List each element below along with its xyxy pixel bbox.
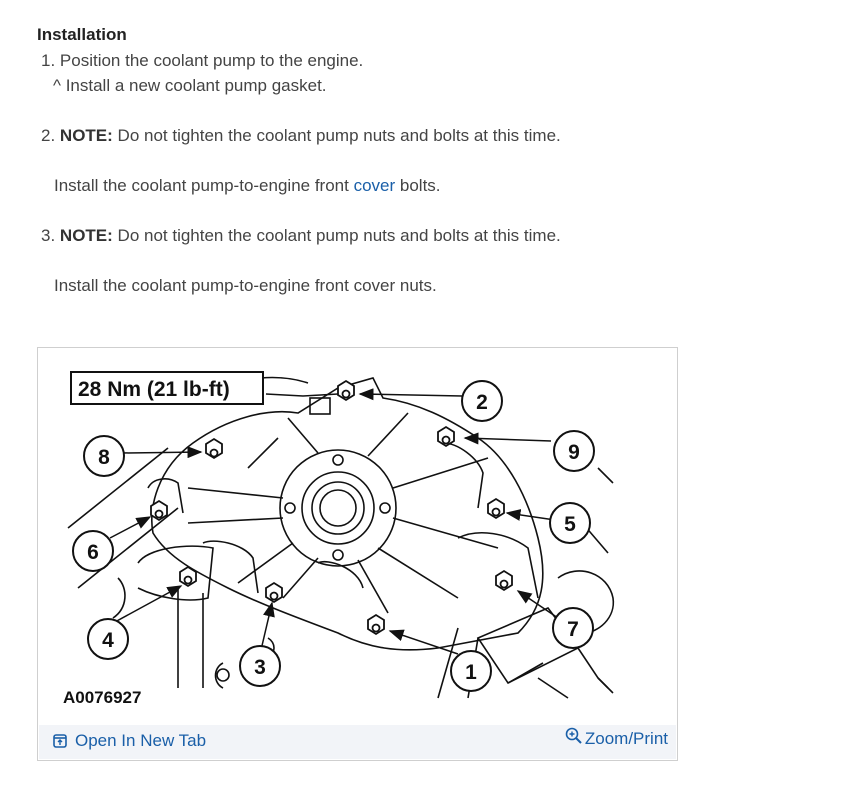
step-3-number: 3.	[41, 226, 56, 245]
step-2-instruction: Install the coolant pump-to-engine front…	[54, 176, 441, 196]
coolant-pump-diagram: 28 Nm (21 lb-ft) 2 8 9 5 6 7 4 3 1 A0076…	[63, 371, 614, 707]
callout-2: 2	[476, 391, 488, 414]
step-2-text-after: bolts.	[395, 176, 441, 195]
figure-id: A0076927	[63, 688, 141, 707]
callout-6: 6	[87, 541, 99, 564]
step-3-note-label: NOTE:	[59, 226, 113, 245]
step-3-instruction: Install the coolant pump-to-engine front…	[54, 276, 437, 295]
zoom-print-label: Zoom/Print	[584, 729, 668, 748]
callout-5: 5	[564, 513, 576, 536]
callout-9: 9	[568, 441, 580, 464]
torque-label: 28 Nm (21 lb-ft)	[78, 378, 230, 401]
section-heading: Installation	[37, 25, 127, 44]
zoom-in-icon	[565, 727, 582, 744]
figure-footer: Open In New Tab Zoom/Print	[39, 725, 676, 759]
cover-link[interactable]: cover	[353, 176, 396, 195]
open-in-new-tab-label: Open In New Tab	[75, 731, 207, 750]
callout-4: 4	[102, 629, 114, 652]
step-2-note-label: NOTE:	[59, 126, 113, 145]
zoom-print-button[interactable]: Zoom/Print	[565, 727, 668, 749]
open-tab-icon	[53, 734, 67, 748]
figure-container: 28 Nm (21 lb-ft) 2 8 9 5 6 7 4 3 1 A0076…	[37, 347, 678, 761]
step-2-note-text: Do not tighten the coolant pump nuts and…	[112, 126, 561, 145]
step-2-text-before: Install the coolant pump-to-engine front	[54, 176, 354, 195]
nut-2	[337, 379, 355, 402]
step-3-note-text: Do not tighten the coolant pump nuts and…	[112, 226, 561, 245]
step-3-note: 3. NOTE: Do not tighten the coolant pump…	[41, 226, 561, 246]
callout-1: 1	[465, 661, 477, 684]
step-2-note: 2. NOTE: Do not tighten the coolant pump…	[41, 126, 561, 146]
step-1: 1. Position the coolant pump to the engi…	[41, 51, 364, 70]
callout-8: 8	[98, 446, 110, 469]
callout-3: 3	[254, 656, 266, 679]
callout-7: 7	[567, 618, 579, 641]
step-2-number: 2.	[41, 126, 56, 145]
step-1-substep: ^ Install a new coolant pump gasket.	[53, 76, 327, 95]
open-in-new-tab-button[interactable]: Open In New Tab	[53, 731, 206, 751]
